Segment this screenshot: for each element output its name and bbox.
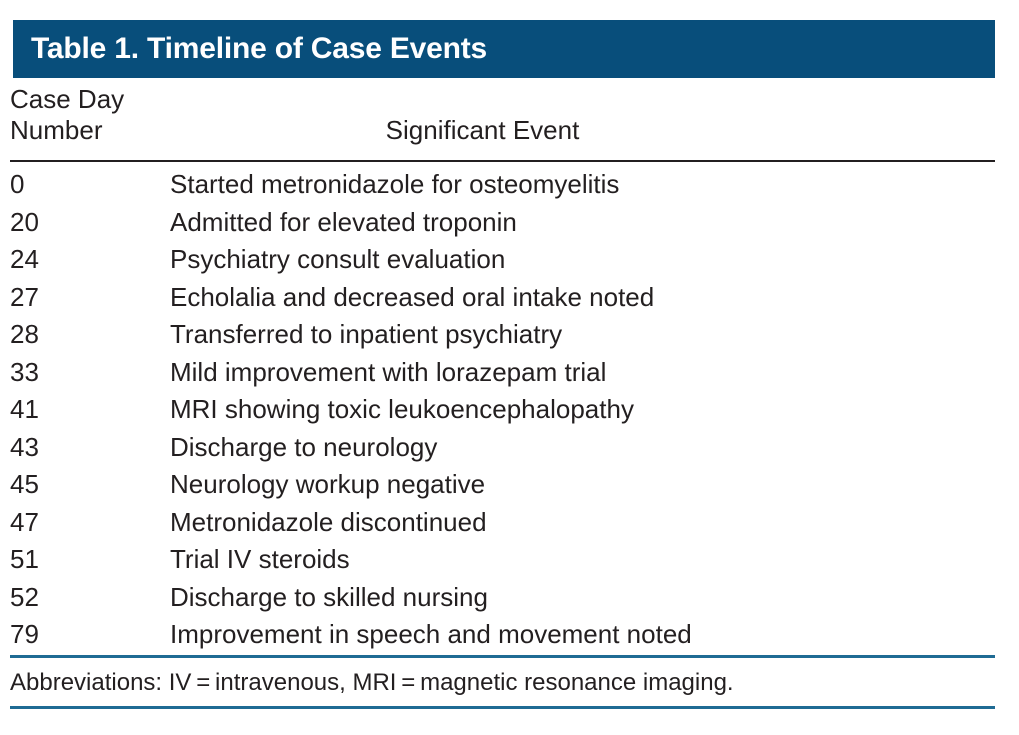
column-header-row: Case Day Number Significant Event bbox=[10, 82, 995, 160]
cell-case-day-number: 79 bbox=[10, 619, 39, 649]
table-row: 0 Started metronidazole for osteomyelitis bbox=[10, 166, 995, 204]
cell-case-day-number: 28 bbox=[10, 319, 39, 349]
table-row: 41 MRI showing toxic leukoencephalopathy bbox=[10, 391, 995, 429]
table-row: 52 Discharge to skilled nursing bbox=[10, 579, 995, 617]
cell-significant-event: Psychiatry consult evaluation bbox=[170, 244, 506, 274]
cell-case-day-number: 27 bbox=[10, 281, 39, 312]
cell-significant-event: Discharge to neurology bbox=[170, 431, 438, 462]
table-row: 27 Echolalia and decreased oral intake no… bbox=[10, 279, 995, 317]
body-bottom-rule bbox=[10, 655, 995, 658]
table-row: 47 Metronidazole discontinued bbox=[10, 504, 995, 542]
table-row: 45 Neurology workup negative bbox=[10, 466, 995, 504]
cell-case-day-number: 52 bbox=[10, 581, 39, 612]
header-rule bbox=[10, 160, 995, 162]
cell-significant-event: Improvement in speech and movement noted bbox=[170, 619, 692, 649]
table-row: 20 Admitted for elevated troponin bbox=[10, 204, 995, 242]
cell-case-day-number: 47 bbox=[10, 506, 39, 537]
cell-case-day-number: 43 bbox=[10, 431, 39, 462]
cell-significant-event: Mild improvement with lorazepam trial bbox=[170, 356, 607, 387]
cell-case-day-number: 0 bbox=[10, 169, 25, 199]
cell-significant-event: Metronidazole discontinued bbox=[170, 506, 487, 537]
cell-significant-event: Trial IV steroids bbox=[170, 544, 350, 574]
table-row: 24 Psychiatry consult evaluation bbox=[10, 241, 995, 279]
cell-significant-event: Echolalia and decreased oral intake note… bbox=[170, 281, 655, 312]
table-row: 79 Improvement in speech and movement not… bbox=[10, 616, 995, 654]
cell-significant-event: Discharge to skilled nursing bbox=[170, 581, 488, 612]
cell-case-day-number: 45 bbox=[10, 469, 39, 499]
table-title-bar: Table 1. Timeline of Case Events bbox=[13, 20, 995, 78]
column-header-significant-event: Significant Event bbox=[385, 115, 580, 145]
cell-case-day-number: 20 bbox=[10, 206, 39, 237]
cell-case-day-number: 33 bbox=[10, 356, 39, 387]
table-footnote-abbreviations: Abbreviations: IV = intravenous, MRI = m… bbox=[10, 669, 734, 696]
cell-case-day-number: 51 bbox=[10, 544, 39, 574]
table-row: 28 Transferred to inpatient psychiatry bbox=[10, 316, 995, 354]
footnote-bottom-rule bbox=[10, 706, 995, 709]
cell-significant-event: Neurology workup negative bbox=[170, 469, 486, 499]
table-title: Table 1. Timeline of Case Events bbox=[31, 32, 487, 65]
table-row: 33 Mild improvement with lorazepam trial bbox=[10, 354, 995, 392]
cell-case-day-number: 41 bbox=[10, 394, 39, 424]
cell-case-day-number: 24 bbox=[10, 244, 39, 274]
cell-significant-event: Transferred to inpatient psychiatry bbox=[170, 319, 563, 349]
cell-significant-event: Started metronidazole for osteomyelitis bbox=[170, 169, 620, 199]
cell-significant-event: MRI showing toxic leukoencephalopathy bbox=[170, 394, 634, 424]
cell-significant-event: Admitted for elevated troponin bbox=[170, 206, 517, 237]
table-row: 51 Trial IV steroids bbox=[10, 541, 995, 579]
table-body: 0 Started metronidazole for osteomyelitis… bbox=[10, 166, 995, 654]
column-header-case-day-number: Case Day Number bbox=[10, 84, 125, 145]
table-row: 43 Discharge to neurology bbox=[10, 429, 995, 467]
